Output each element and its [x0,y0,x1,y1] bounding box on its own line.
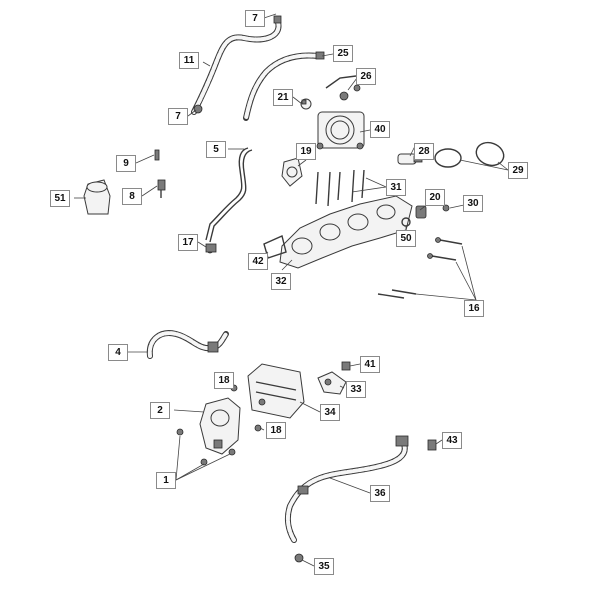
callout-18-lower[interactable]: 18 [266,422,286,439]
studs-31-part [315,169,365,207]
fitting-18-lower-part [254,424,262,432]
cooler-34-part [247,363,305,419]
callout-41[interactable]: 41 [360,356,380,373]
clip-43-part [427,439,437,451]
sensor-8-part [157,179,166,198]
hose-25-part [243,51,325,121]
callout-20[interactable]: 20 [425,189,445,206]
sensor-41-part [341,361,351,371]
callout-4[interactable]: 4 [108,344,128,361]
callout-34[interactable]: 34 [320,404,340,421]
tube-36-part [284,435,409,543]
callout-40[interactable]: 40 [370,121,390,138]
callout-35[interactable]: 35 [314,558,334,575]
hose-11-part [191,15,282,115]
bolts-1-part [176,428,236,466]
callout-1[interactable]: 1 [156,472,176,489]
callout-32[interactable]: 32 [271,273,291,290]
sensor-20-part [415,205,427,219]
callout-26[interactable]: 26 [356,68,376,85]
nut-35-part [294,553,304,563]
callout-31[interactable]: 31 [386,179,406,196]
callout-50[interactable]: 50 [396,230,416,247]
callout-29[interactable]: 29 [508,162,528,179]
bolts-16-part [377,237,463,299]
leader-lines [74,13,509,567]
callout-33[interactable]: 33 [346,381,366,398]
mount-51-part [83,179,111,215]
callout-19[interactable]: 19 [296,143,316,160]
callout-21[interactable]: 21 [273,89,293,106]
callout-9[interactable]: 9 [116,155,136,172]
bolt-30-part [442,204,450,212]
callout-18-upper[interactable]: 18 [214,372,234,389]
valve-2-part [199,397,241,455]
connector-21-part [300,98,312,110]
callout-36[interactable]: 36 [370,485,390,502]
callout-8[interactable]: 8 [122,188,142,205]
callout-28[interactable]: 28 [414,143,434,160]
callout-30[interactable]: 30 [463,195,483,212]
sensor-33-part [317,371,347,395]
manifold-32-part [279,195,413,269]
fitting-7-part [193,104,203,114]
hose-4-part [146,330,229,359]
callout-5[interactable]: 5 [206,141,226,158]
callout-7-top[interactable]: 7 [245,10,265,27]
callout-25[interactable]: 25 [333,45,353,62]
gasket-29-part [434,141,505,168]
callout-43[interactable]: 43 [442,432,462,449]
pin-9-part [154,149,160,161]
callout-17[interactable]: 17 [178,234,198,251]
hose-5-part [205,147,253,254]
callout-51[interactable]: 51 [50,190,70,207]
callout-7-lower[interactable]: 7 [168,108,188,125]
sensor-19-part [281,157,303,187]
clip-17-part [205,243,217,253]
callout-42[interactable]: 42 [248,253,268,270]
callout-11[interactable]: 11 [179,52,199,69]
callout-16[interactable]: 16 [464,300,484,317]
throttle-body-40-part [316,111,365,150]
bracket-26-part [325,75,361,101]
callout-2[interactable]: 2 [150,402,170,419]
